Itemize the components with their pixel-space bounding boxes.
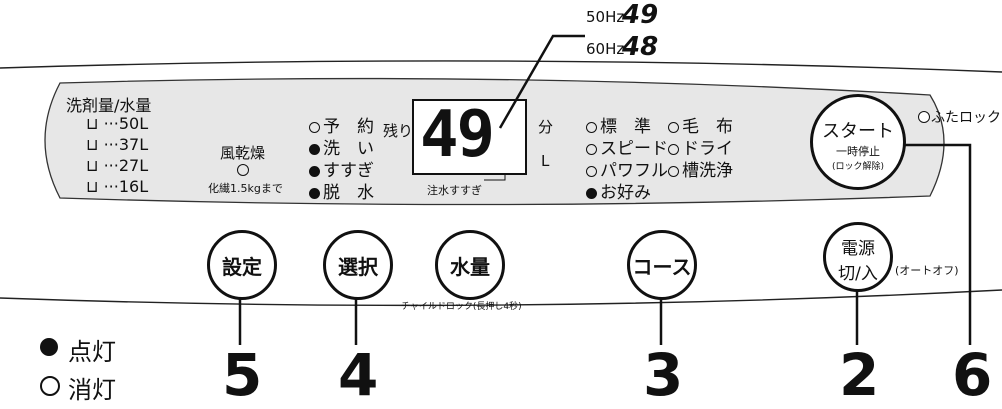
dry-label: 風乾燥	[220, 144, 266, 162]
lid-lock-lamp	[918, 111, 930, 123]
course-dry: ドライ	[668, 134, 733, 159]
pause-label: 一時停止	[836, 145, 880, 158]
hz60-value: 48	[622, 32, 659, 62]
water-level-27: ⊔ ···27L	[86, 156, 149, 175]
callout-3: 3	[643, 341, 684, 409]
water-level-16: ⊔ ···16L	[86, 177, 149, 196]
power-line2: 切/入	[838, 264, 878, 284]
legend-off-label: 消灯	[68, 376, 116, 404]
dry-sub: 化繊1.5kgまで	[208, 182, 283, 195]
course-tub-clean: 槽洗浄	[668, 156, 733, 181]
water-note: 注水すすぎ	[427, 184, 482, 197]
step-reserve: 予 約	[309, 112, 374, 137]
unlock-label: (ロック解除)	[831, 162, 885, 172]
callout-5: 5	[222, 341, 263, 409]
course-button[interactable]: コース	[627, 230, 697, 300]
course-blanket: 毛 布	[668, 112, 733, 137]
legend-on-label: 点灯	[68, 338, 116, 366]
lid-lock-label: ふたロック中	[931, 110, 1002, 126]
settei-button[interactable]: 設定	[207, 230, 277, 300]
course-speed: スピード	[586, 134, 668, 159]
course-standard: 標 準	[586, 112, 651, 137]
course-powerful: パワフル	[586, 156, 668, 181]
power-button[interactable]: 電源 切/入	[823, 222, 893, 292]
step-wash: 洗 い	[309, 134, 374, 159]
segment-display: 49	[420, 98, 495, 172]
unit-min: 分	[538, 118, 554, 136]
callout-6: 6	[952, 341, 993, 409]
course-custom: お好み	[586, 178, 651, 203]
dry-lamp	[237, 164, 249, 176]
legend-on-dot	[40, 338, 58, 356]
step-spin: 脱 水	[309, 178, 374, 203]
child-lock-note: チャイルドロック(長押し4秒)	[401, 302, 522, 312]
callout-4: 4	[338, 341, 379, 409]
water-level-37: ⊔ ···37L	[86, 135, 149, 154]
unit-l: L	[541, 152, 550, 170]
water-level-50: ⊔ ···50L	[86, 114, 149, 133]
suiryo-button[interactable]: 水量	[435, 230, 505, 300]
step-rinse: すすぎ	[309, 156, 374, 181]
power-line1: 電源	[841, 239, 875, 259]
remaining-label: 残り	[383, 122, 414, 140]
start-label: スタート	[822, 121, 894, 142]
sentaku-button[interactable]: 選択	[323, 230, 393, 300]
callout-2: 2	[839, 341, 880, 409]
hz50-label: 50Hz	[586, 8, 625, 26]
hz60-label: 60Hz	[586, 40, 625, 58]
legend-off-dot	[40, 376, 60, 396]
hz50-value: 49	[622, 0, 659, 30]
power-note: (オートオフ)	[895, 264, 959, 277]
start-button[interactable]: スタート 一時停止 (ロック解除)	[810, 94, 906, 190]
water-title: 洗剤量/水量	[66, 96, 152, 115]
